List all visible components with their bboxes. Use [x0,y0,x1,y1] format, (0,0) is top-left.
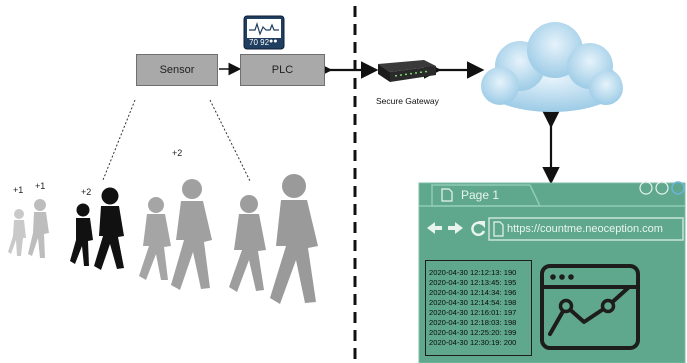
monitor-status-dots: ●● [269,38,278,45]
sensor-box: Sensor [136,54,218,86]
person-figure [70,203,93,266]
person-figure [139,197,171,280]
log-entry: 2020-04-30 12:14:34: 196 [429,288,517,297]
log-entry: 2020-04-30 12:13:45: 195 [429,278,517,287]
log-entry: 2020-04-30 12:12:13: 190 [429,268,517,277]
sensor-fov-right [209,99,251,182]
log-entry: 2020-04-30 12:30:19: 200 [429,338,517,347]
person-figure [270,174,318,304]
url-bar[interactable]: https://countme.neoception.com [507,223,663,235]
monitor-icon [243,15,285,50]
log-entry: 2020-04-30 12:18:03: 198 [429,318,517,327]
person-figure [94,187,124,270]
window-control-circle [639,181,653,195]
window-control-circle [655,181,669,195]
window-control-circle [671,181,685,195]
graph-chart-icon [540,264,640,350]
count-log-panel: 2020-04-30 12:12:13: 190 2020-04-30 12:1… [425,260,532,356]
page-icon [441,188,453,202]
log-entry: 2020-04-30 12:14:54: 198 [429,298,517,307]
secure-gateway-label: Secure Gateway [376,96,439,106]
person-figure [171,179,212,290]
people-count-label: +2 [81,187,92,197]
reload-icon [471,221,486,236]
url-page-icon [493,221,504,237]
people-count-label: +2 [172,148,183,158]
person-figure [229,195,266,292]
person-figure [8,209,26,256]
back-arrow-icon [427,222,442,234]
people-group [8,174,318,304]
cloud-icon [481,22,623,112]
sensor-fov-left [102,99,136,181]
plc-box: PLC [240,54,325,86]
gateway-switch-icon [378,60,436,82]
log-entry: 2020-04-30 12:16:01: 197 [429,308,517,317]
person-figure [28,199,49,258]
forward-arrow-icon [448,222,463,234]
log-entry: 2020-04-30 12:25:20: 199 [429,328,517,337]
browser-tab-label[interactable]: Page 1 [461,188,500,202]
monitor-readout: 70 92 [249,38,270,47]
people-count-label: +1 [13,185,24,195]
people-count-label: +1 [35,181,46,191]
